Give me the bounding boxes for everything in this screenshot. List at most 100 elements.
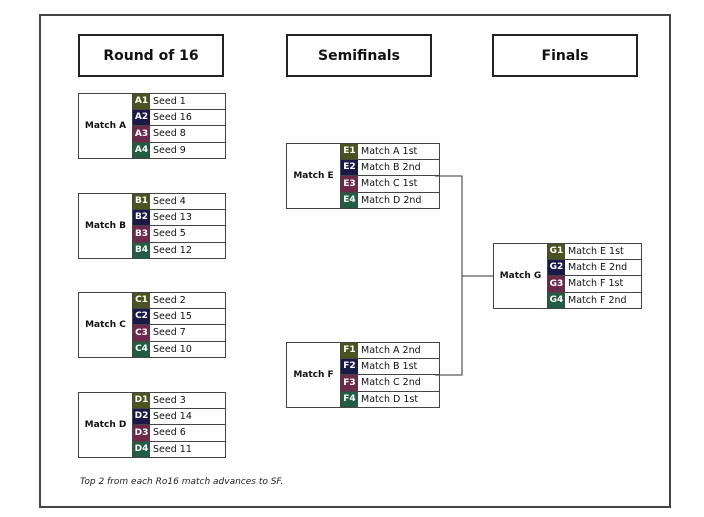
seed-text: Match E 2nd: [568, 261, 628, 273]
match-c-label: Match C: [78, 292, 132, 358]
seed-code-badge: F4: [341, 391, 358, 407]
seed-text: Seed 14: [153, 410, 192, 422]
seed-text: Seed 11: [153, 443, 192, 455]
seed-code-badge: F3: [341, 375, 358, 391]
seed-code-badge: A4: [133, 142, 150, 158]
seed-code-badge: G1: [548, 244, 565, 259]
seed-text: Match F 2nd: [568, 294, 627, 306]
seed-code-badge: A2: [133, 109, 150, 125]
header-round-of-16: Round of 16: [78, 34, 224, 77]
seed-code-badge: G4: [548, 292, 565, 308]
seed-code-badge: C2: [133, 308, 150, 324]
seed-text: Match A 2nd: [361, 344, 421, 356]
match-d-label: Match D: [78, 392, 132, 458]
seed-text: Seed 1: [153, 95, 186, 107]
seed-code-badge: C1: [133, 293, 150, 308]
seed-code-badge: C3: [133, 325, 150, 341]
seed-text: Seed 12: [153, 244, 192, 256]
seed-text: Match A 1st: [361, 145, 418, 157]
match-e-label: Match E: [286, 143, 340, 209]
seed-code-badge: B4: [133, 242, 150, 258]
seed-code-badge: A1: [133, 94, 150, 109]
match-a-label: Match A: [78, 93, 132, 159]
seed-text: Seed 9: [153, 144, 186, 156]
seed-text: Seed 5: [153, 228, 186, 240]
seed-text: Seed 2: [153, 294, 186, 306]
seed-code-badge: B2: [133, 209, 150, 225]
seed-code-badge: D2: [133, 408, 150, 424]
bracket-frame: [39, 14, 671, 508]
seed-text: Seed 10: [153, 343, 192, 355]
seed-text: Seed 3: [153, 394, 186, 406]
seed-text: Seed 16: [153, 111, 192, 123]
seed-text: Seed 15: [153, 310, 192, 322]
seed-code-badge: G2: [548, 259, 565, 275]
seed-code-badge: E1: [341, 144, 358, 159]
seed-text: Match B 2nd: [361, 161, 421, 173]
seed-code-badge: F2: [341, 358, 358, 374]
seed-code-badge: D4: [133, 441, 150, 457]
seed-text: Seed 6: [153, 427, 186, 439]
seed-code-badge: G3: [548, 276, 565, 292]
match-b-label: Match B: [78, 193, 132, 259]
seed-text: Seed 13: [153, 211, 192, 223]
seed-code-badge: E3: [341, 176, 358, 192]
seed-code-badge: E4: [341, 192, 358, 208]
connector-e-to-g: [435, 175, 493, 277]
seed-text: Match D 1st: [361, 393, 419, 405]
header-semifinals: Semifinals: [286, 34, 432, 77]
seed-text: Seed 4: [153, 195, 186, 207]
seed-code-badge: B3: [133, 226, 150, 242]
seed-code-badge: F1: [341, 343, 358, 358]
match-f-label: Match F: [286, 342, 340, 408]
seed-text: Match E 1st: [568, 245, 624, 257]
seed-code-badge: B1: [133, 194, 150, 209]
match-g-label: Match G: [493, 243, 547, 309]
seed-code-badge: C4: [133, 341, 150, 357]
seed-code-badge: E2: [341, 159, 358, 175]
header-finals: Finals: [492, 34, 638, 77]
connector-f-to-g: [435, 276, 463, 376]
seed-text: Match B 1st: [361, 360, 418, 372]
seed-text: Match C 1st: [361, 178, 418, 190]
seed-text: Seed 7: [153, 327, 186, 339]
seed-text: Match F 1st: [568, 278, 624, 290]
seed-code-badge: D3: [133, 425, 150, 441]
seed-text: Seed 8: [153, 128, 186, 140]
seed-text: Match C 2nd: [361, 377, 421, 389]
